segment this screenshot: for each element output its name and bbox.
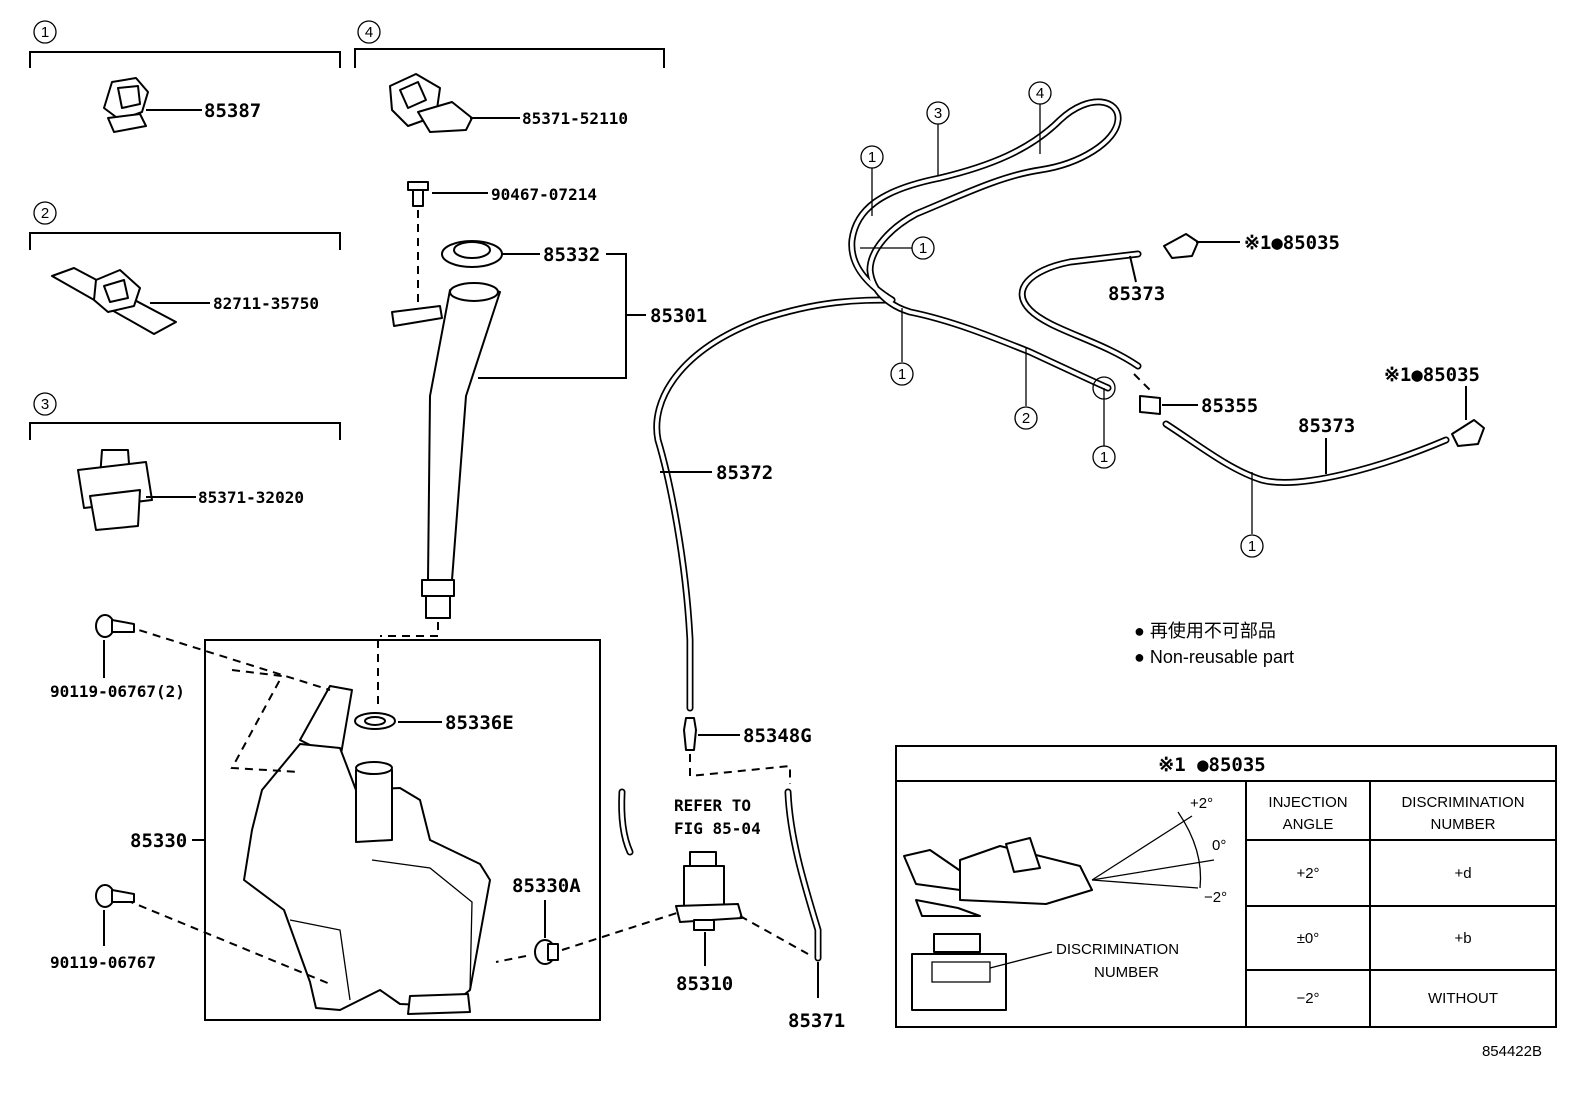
group-2: 2 82711-35750 [29, 201, 341, 335]
row-number: WITHOUT [1428, 990, 1498, 1007]
part-label-85310: 85310 [676, 973, 733, 995]
row-number: +b [1454, 930, 1471, 947]
group-1: 1 85387 [29, 20, 341, 133]
col-angle: ANGLE [1283, 816, 1334, 833]
nozzle-85035-lower-icon [1451, 419, 1485, 447]
part-label-85330: 85330 [130, 830, 187, 852]
group-marker: 2 [41, 205, 49, 222]
bolt-90467-icon [407, 181, 429, 207]
group-marker: 4 [365, 24, 373, 41]
group-marker: 1 [41, 24, 49, 41]
legend-jp: ● 再使用不可部品 [1134, 621, 1276, 641]
part-label-90119-06767: 90119-06767 [50, 953, 156, 972]
row-angle: +2° [1296, 865, 1319, 882]
part-label-85387: 85387 [204, 100, 261, 122]
part-label-85336E: 85336E [445, 712, 514, 734]
nozzle-85035-upper-icon [1163, 233, 1199, 259]
grommet-85336E-icon [354, 712, 396, 730]
legend-en: ● Non-reusable part [1134, 647, 1294, 667]
part-label-85348G: 85348G [743, 725, 812, 747]
row-angle: ±0° [1297, 930, 1320, 947]
clip-marker: 2 [1022, 410, 1030, 427]
angle-zero-label: 0° [1212, 837, 1226, 854]
clip-85371-52110-icon [389, 73, 473, 133]
washer-tank-icon [243, 685, 491, 1015]
refer-line-1: REFER TO [674, 796, 751, 815]
clip-markers: 1 3 4 1 1 1 2 1 [860, 81, 1264, 558]
angle-minus-label: −2° [1204, 889, 1227, 906]
filler-pipe-icon [391, 282, 501, 619]
clip-marker: 1 [868, 149, 876, 166]
clip-marker: 4 [1036, 85, 1044, 102]
part-label-nozzle-upper: ※1●85035 [1244, 232, 1340, 254]
part-label-85330A: 85330A [512, 875, 581, 897]
tee-85355-icon [1139, 395, 1161, 415]
part-label-85355: 85355 [1201, 395, 1258, 417]
figure-id: 854422B [1482, 1043, 1542, 1060]
clip-85371-32020-icon [77, 449, 153, 531]
refer-line-2: FIG 85-04 [674, 819, 761, 838]
pump-85310-icon [675, 851, 743, 931]
row-number: +d [1454, 865, 1471, 882]
part-label-85301: 85301 [650, 305, 707, 327]
part-label-85373-lower: 85373 [1298, 415, 1355, 437]
part-label-85371-32020: 85371-32020 [198, 488, 304, 507]
group-3: 3 85371-32020 [29, 392, 341, 531]
clip-marker: 1 [1100, 449, 1108, 466]
part-label-85372: 85372 [716, 462, 773, 484]
cap-85332-icon [441, 240, 503, 268]
row-angle: −2° [1296, 990, 1319, 1007]
part-label-90119-06767-2: 90119-06767(2) [50, 682, 185, 701]
clip-marker: 1 [1248, 538, 1256, 555]
col-injection: INJECTION [1268, 794, 1347, 811]
clip-82711-icon [51, 267, 177, 335]
clip-85387-icon [103, 77, 149, 133]
col-discrimination: DISCRIMINATION [1401, 794, 1524, 811]
part-label-85373-upper: 85373 [1108, 283, 1165, 305]
nozzle-detail-icon [903, 811, 1215, 1011]
seal-85330A-icon [534, 939, 559, 965]
clip-marker: 3 [934, 105, 942, 122]
part-label-85332: 85332 [543, 244, 600, 266]
group-marker: 3 [41, 396, 49, 413]
group-4: 4 85371-52110 [354, 20, 665, 133]
bolt-90119-a-icon [95, 614, 135, 638]
joint-85348G-icon [683, 717, 697, 751]
nozzle-spec-table: ※1 ●85035 INJECTION ANGLE DISCRIMINATION… [895, 745, 1557, 1028]
part-label-85371: 85371 [788, 1010, 845, 1032]
clip-marker: 1 [919, 240, 927, 257]
part-label-82711-35750: 82711-35750 [213, 294, 319, 313]
part-label-90467-07214: 90467-07214 [491, 185, 597, 204]
part-label-nozzle-lower: ※1●85035 [1384, 364, 1480, 386]
clip-marker: 1 [898, 366, 906, 383]
angle-plus-label: +2° [1190, 795, 1213, 812]
col-number: NUMBER [1430, 816, 1495, 833]
bolt-90119-b-icon [95, 884, 135, 908]
disc-label-2: NUMBER [1094, 964, 1159, 981]
table-title: ※1 ●85035 [1158, 754, 1265, 776]
disc-label-1: DISCRIMINATION [1056, 941, 1179, 958]
part-label-85371-52110: 85371-52110 [522, 109, 628, 128]
